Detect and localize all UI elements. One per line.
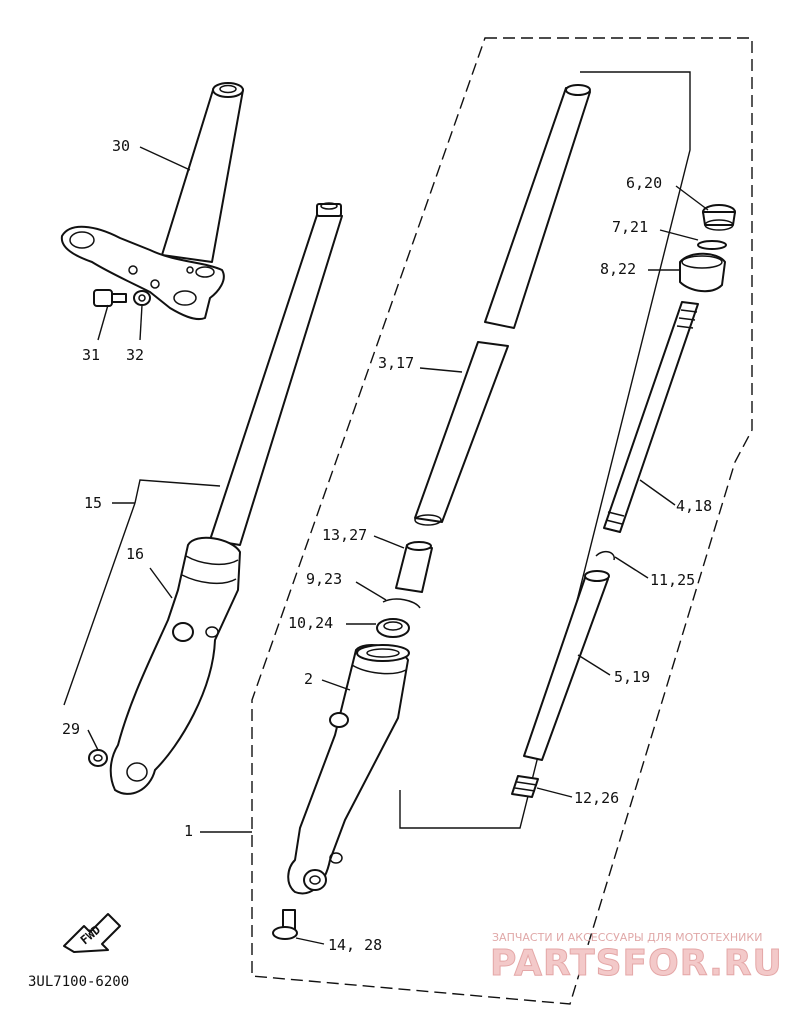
rebound-spring-12-26 xyxy=(511,775,539,798)
callout-8-22: 8,22 xyxy=(600,260,636,278)
callout-29: 29 xyxy=(62,720,80,738)
callout-15: 15 xyxy=(84,494,102,512)
circlip-11-25 xyxy=(595,550,615,561)
collar-8-22 xyxy=(679,252,726,293)
callout-31: 31 xyxy=(82,346,100,364)
callout-32: 32 xyxy=(126,346,144,364)
watermark: ЗАПЧАСТИ И АКСЕССУАРЫ ДЛЯ МОТОТЕХНИКИ PA… xyxy=(490,931,783,985)
spring-4-18 xyxy=(603,301,699,533)
oil-seal-10-24 xyxy=(376,618,410,638)
steering-stem-assembly xyxy=(60,82,244,320)
o-ring-7-21 xyxy=(697,240,727,250)
bolt-31 xyxy=(93,289,127,307)
cap-bolt-6-20 xyxy=(702,204,736,231)
fwd-arrow: FWD xyxy=(63,913,121,953)
callout-13-27: 13,27 xyxy=(322,526,367,544)
inner-assembly-outline xyxy=(399,71,691,829)
callout-6-20: 6,20 xyxy=(626,174,662,192)
callout-5-19: 5,19 xyxy=(614,668,650,686)
callout-14-28: 14, 28 xyxy=(328,936,382,954)
callout-11-25: 11,25 xyxy=(650,571,695,589)
callout-4-18: 4,18 xyxy=(676,497,712,515)
bolt-14-28 xyxy=(272,909,298,940)
callout-3-17: 3,17 xyxy=(378,354,414,372)
assembly-boundary-dashed xyxy=(251,37,753,1005)
watermark-logo-text: PARTSFOR.RU xyxy=(490,943,783,984)
left-fork-leg xyxy=(109,202,343,795)
spacer-13-27 xyxy=(395,541,433,593)
callout-2: 2 xyxy=(304,670,313,688)
callout-7-21: 7,21 xyxy=(612,218,648,236)
washer-32 xyxy=(133,290,151,306)
damper-rod-5-19 xyxy=(523,570,610,761)
washer-29 xyxy=(88,749,108,767)
part-code: 3UL7100-6200 xyxy=(28,974,129,990)
watermark-tagline: ЗАПЧАСТИ И АКСЕССУАРЫ ДЛЯ МОТОТЕХНИКИ xyxy=(492,931,762,944)
callout-9-23: 9,23 xyxy=(306,570,342,588)
outer-tube xyxy=(287,644,410,895)
leader-lines xyxy=(63,146,709,945)
callout-1: 1 xyxy=(184,822,193,840)
inner-tube xyxy=(414,84,591,526)
callout-10-24: 10,24 xyxy=(288,614,333,632)
callout-16: 16 xyxy=(126,545,144,563)
callout-12-26: 12,26 xyxy=(574,789,619,807)
callout-labels: 30 31 32 15 16 29 1 2 3,17 13,27 9,23 10… xyxy=(62,137,712,954)
clip-9-23 xyxy=(382,598,421,609)
callout-30: 30 xyxy=(112,137,130,155)
